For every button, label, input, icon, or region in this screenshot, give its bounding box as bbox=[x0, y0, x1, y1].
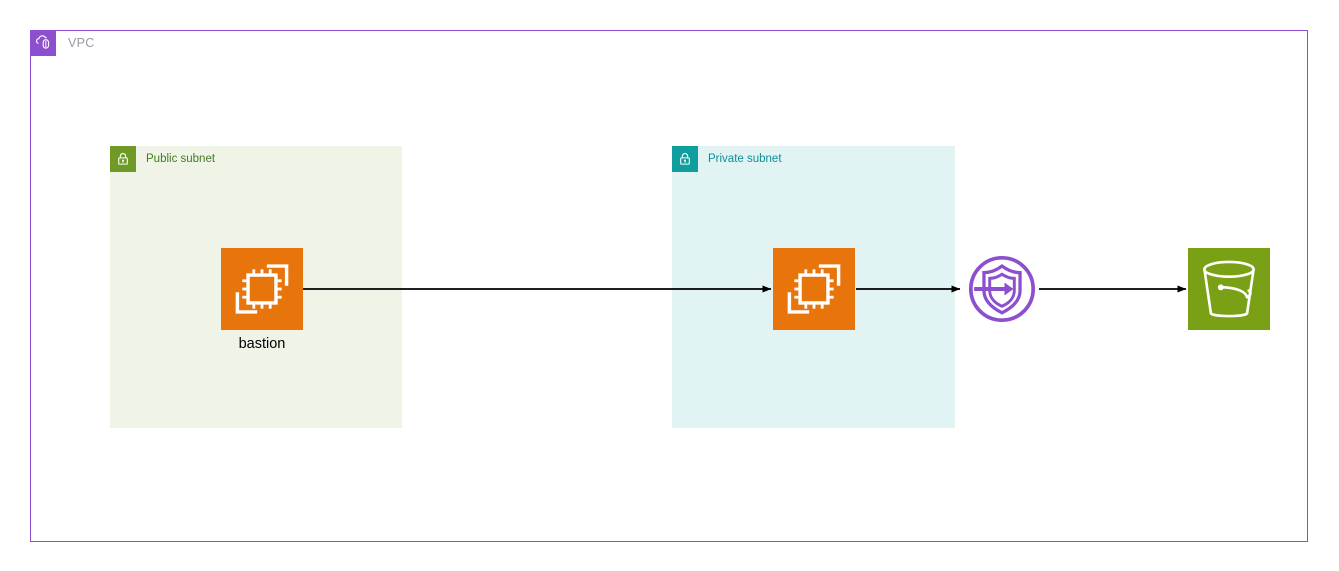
privatelink-shield-icon bbox=[968, 255, 1036, 323]
subnet-private-label-group: Private subnet bbox=[672, 146, 782, 172]
ec2-chip-icon bbox=[773, 248, 855, 330]
vpc-cloud-icon bbox=[30, 30, 56, 56]
subnet-public-label: Public subnet bbox=[146, 153, 216, 165]
ec2-chip-icon bbox=[221, 248, 303, 330]
padlock-icon bbox=[110, 146, 136, 172]
node-bastion-label: bastion bbox=[238, 336, 286, 352]
node-s3-bucket[interactable] bbox=[1188, 248, 1270, 330]
node-private-instance[interactable] bbox=[773, 248, 855, 330]
s3-bucket-icon bbox=[1188, 248, 1270, 330]
node-bastion[interactable]: bastion bbox=[221, 248, 303, 352]
vpc-boundary[interactable] bbox=[30, 30, 1308, 542]
padlock-icon bbox=[672, 146, 698, 172]
subnet-private-label: Private subnet bbox=[708, 153, 782, 165]
subnet-public-label-group: Public subnet bbox=[110, 146, 215, 172]
vpc-label: VPC bbox=[68, 36, 95, 50]
node-vpc-endpoint[interactable] bbox=[961, 248, 1043, 330]
vpc-label-group[interactable]: VPC bbox=[30, 30, 95, 56]
